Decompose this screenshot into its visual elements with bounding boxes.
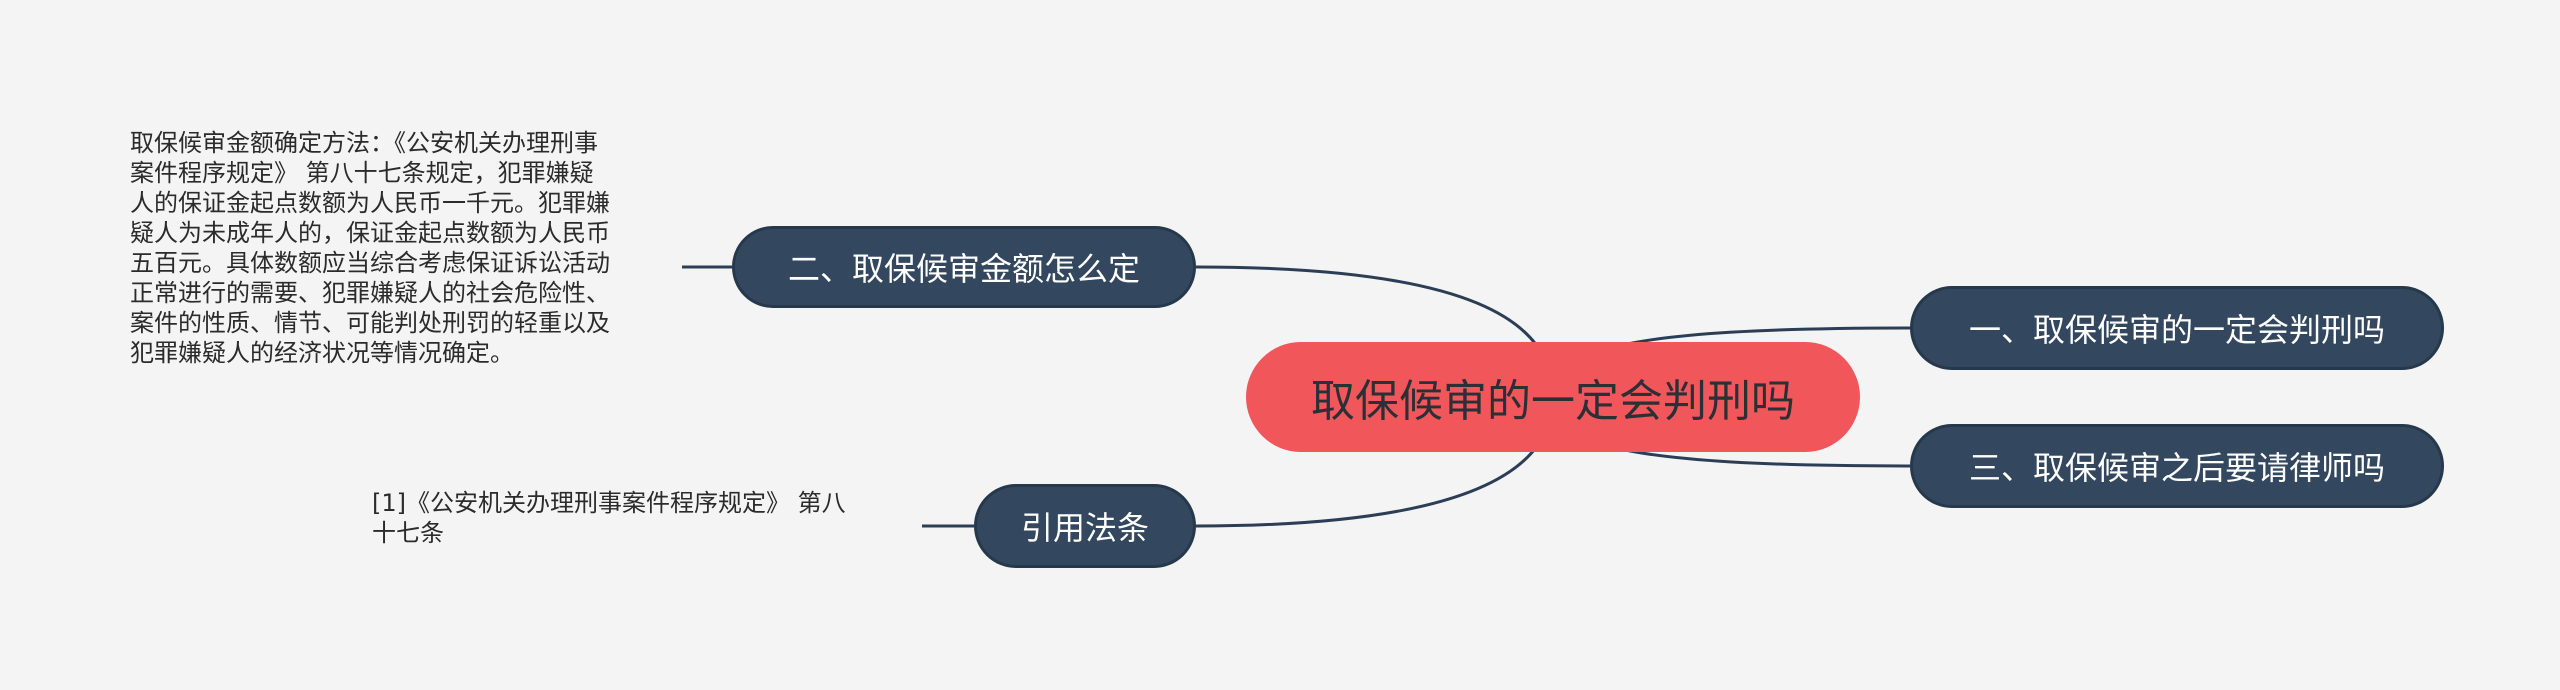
topic-amount-label: 二、取保候审金额怎么定 <box>787 250 1140 288</box>
topic-hire-lawyer-label: 三、取保候审之后要请律师吗 <box>1968 449 2385 487</box>
note-amount-text: 取保候审金额确定方法：《公安机关办理刑事 案件程序规定》 第八十七条规定，犯罪嫌… <box>130 129 610 367</box>
note-law-text: [1]《公安机关办理刑事案件程序规定》 第八 十七条 <box>372 489 846 547</box>
topic-law-citation[interactable]: 引用法条 <box>974 484 1196 568</box>
topic-amount[interactable]: 二、取保候审金额怎么定 <box>732 226 1196 308</box>
topic-will-be-sentenced[interactable]: 一、取保候审的一定会判刑吗 <box>1910 286 2444 370</box>
topic-will-be-sentenced-label: 一、取保候审的一定会判刑吗 <box>1968 311 2385 349</box>
root-topic[interactable]: 取保候审的一定会判刑吗 <box>1246 342 1860 452</box>
topic-law-citation-label: 引用法条 <box>1020 509 1149 547</box>
topic-hire-lawyer[interactable]: 三、取保候审之后要请律师吗 <box>1910 424 2444 508</box>
root-topic-label: 取保候审的一定会判刑吗 <box>1311 376 1795 427</box>
